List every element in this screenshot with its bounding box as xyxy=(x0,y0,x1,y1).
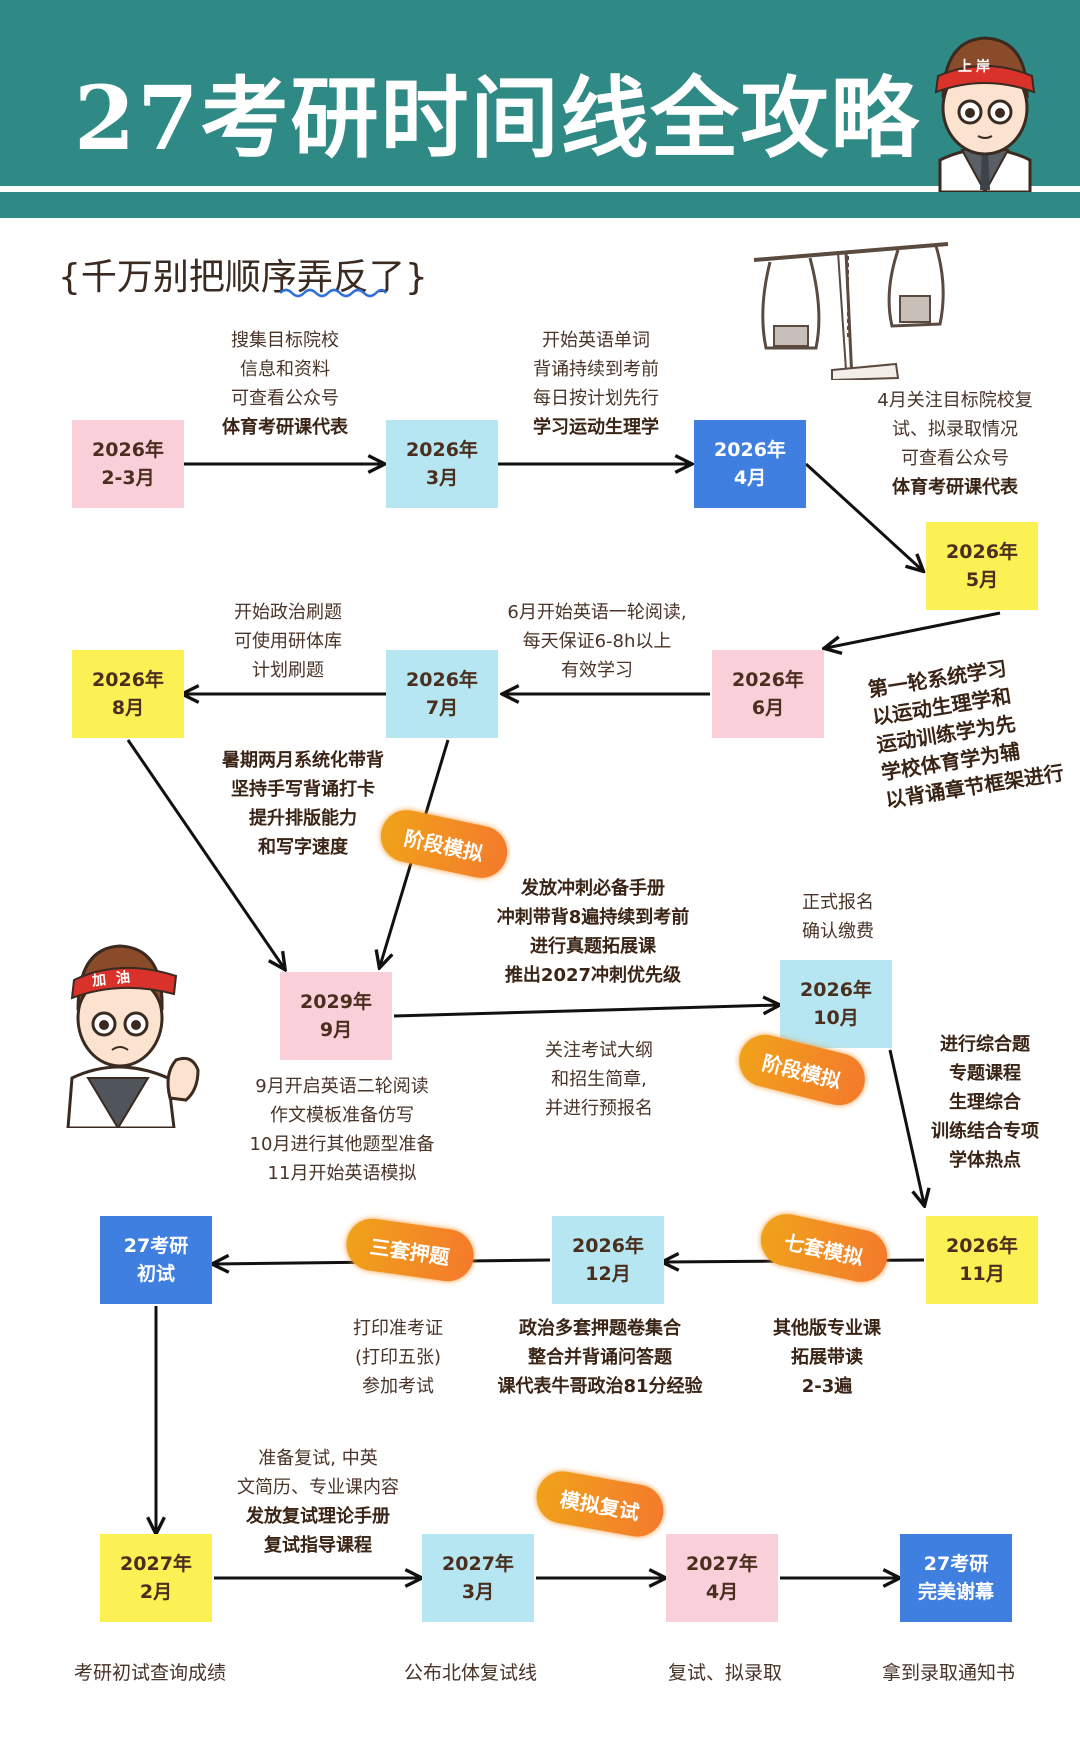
note-june: 6月开始英语一轮阅读,每天保证6-8h以上有效学习 xyxy=(507,602,687,681)
note-retest-prep: 准备复试, 中英文简历、专业课内容发放复试理论手册复试指导课程 xyxy=(237,1448,399,1556)
note-registration: 正式报名确认缴费 xyxy=(802,892,874,942)
note-exam-day: 打印准考证(打印五张)参加考试 xyxy=(353,1318,443,1397)
note-sprint: 发放冲刺必备手册冲刺带背8遍持续到考前进行真题拓展课推出2027冲刺优先级 xyxy=(496,878,690,986)
note-may: 第一轮系统学习以运动生理学和运动训练学为先学校体育学为辅以背诵章节框架进行 xyxy=(866,656,1066,813)
note-april: 4月关注目标院校复试、拟录取情况可查看公众号体育考研课代表 xyxy=(877,390,1033,498)
bottom-label-retest-line: 公布北体复试线 xyxy=(404,1662,538,1684)
note-syllabus: 关注考试大纲和招生简章,并进行预报名 xyxy=(545,1040,653,1119)
note-summer: 暑期两月系统化带背坚持手写背诵打卡提升排版能力和写字速度 xyxy=(222,750,384,858)
timeline-node-27-initial-exam: 27考研初试 xyxy=(100,1216,212,1304)
timeline-node-27-finale: 27考研完美谢幕 xyxy=(900,1534,1012,1622)
page-title: 27考研时间线全攻略 xyxy=(74,66,921,170)
cheer-mascot-illustration xyxy=(66,944,200,1128)
note-march: 开始英语单词背诵持续到考前每日按计划先行学习运动生理学 xyxy=(533,330,659,438)
header-banner xyxy=(0,0,1080,186)
graduate-mascot-illustration xyxy=(934,36,1036,192)
header-stripe xyxy=(0,192,1080,218)
bottom-label-admission: 复试、拟录取 xyxy=(668,1662,783,1684)
mascot-headband-text: 上岸 xyxy=(958,59,994,75)
note-november: 进行综合题专题课程生理综合训练结合专项学体热点 xyxy=(931,1034,1039,1171)
note-feb-mar: 搜集目标院校信息和资料可查看公众号体育考研课代表 xyxy=(222,330,348,438)
scale-balance-illustration xyxy=(753,242,949,380)
note-december: 政治多套押题卷集合整合并背诵问答题课代表牛哥政治81分经验 xyxy=(497,1318,703,1397)
bottom-label-score-check: 考研初试查询成绩 xyxy=(74,1662,227,1684)
wavy-underline-decoration xyxy=(279,288,388,298)
bottom-label-offer-letter: 拿到录取通知书 xyxy=(882,1662,1016,1684)
subtitle: {千万别把顺序弄反了} xyxy=(58,257,428,298)
note-july: 开始政治刷题可使用研体库计划刷题 xyxy=(234,602,342,681)
